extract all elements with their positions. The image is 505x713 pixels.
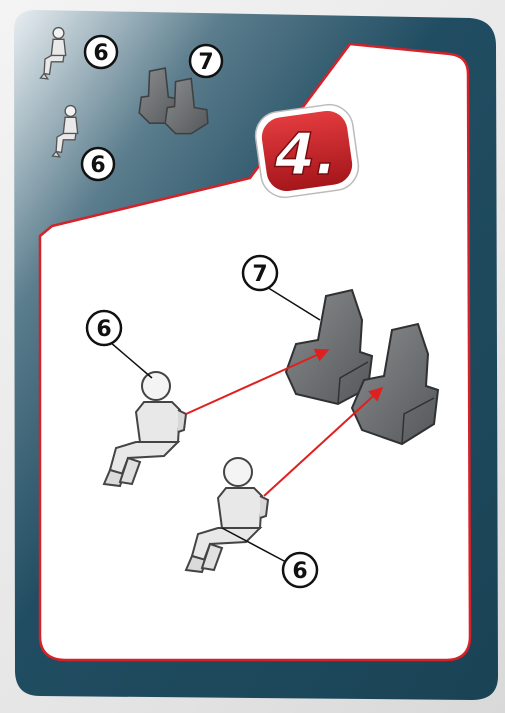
callout-6-right: 6 (283, 553, 317, 587)
callout-label: 7 (252, 262, 267, 287)
step-badge: 4. (252, 102, 361, 201)
callout-6-left: 6 (87, 311, 121, 345)
part-number: 7 (198, 50, 213, 75)
part-callout-6a: 6 (85, 36, 117, 68)
callout-label: 6 (292, 559, 307, 584)
part-number: 6 (93, 41, 108, 66)
callout-label: 6 (96, 317, 111, 342)
part-callout-7: 7 (190, 45, 222, 77)
step-number: 4. (274, 120, 337, 188)
part-callout-6b: 6 (82, 148, 114, 180)
part-number: 6 (90, 153, 105, 178)
callout-7: 7 (243, 256, 277, 290)
